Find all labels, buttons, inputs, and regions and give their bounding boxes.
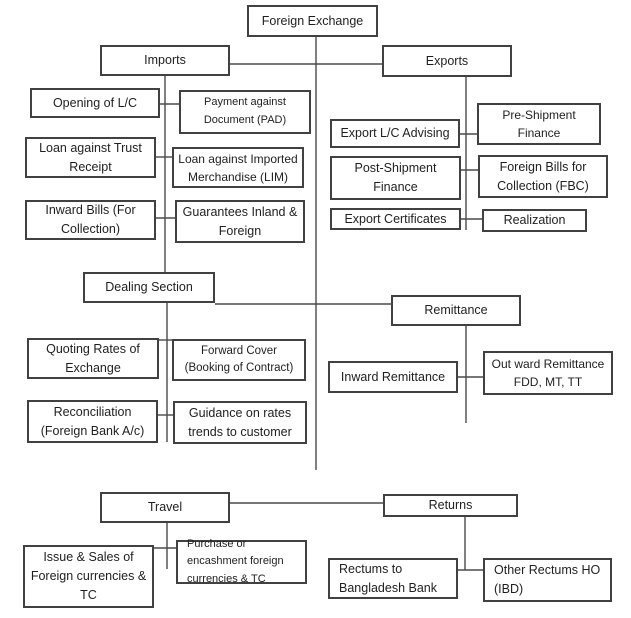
node-export-lc-advising: Export L/C Advising: [330, 119, 460, 148]
node-rectums-to-bangladesh-bank: Rectums to Bangladesh Bank: [328, 558, 458, 599]
node-opening-of-lc: Opening of L/C: [30, 88, 160, 118]
node-exports: Exports: [382, 45, 512, 77]
node-imports: Imports: [100, 45, 230, 76]
node-outward-remittance: Out ward Remittance FDD, MT, TT: [483, 351, 613, 395]
node-post-shipment-finance: Post-Shipment Finance: [330, 156, 461, 200]
node-travel: Travel: [100, 492, 230, 523]
node-other-rectums-ho-ibd: Other Rectums HO (IBD): [483, 558, 612, 602]
node-foreign-exchange: Foreign Exchange: [247, 5, 378, 37]
node-export-certificates: Export Certificates: [330, 208, 461, 230]
node-remittance: Remittance: [391, 295, 521, 326]
node-returns: Returns: [383, 494, 518, 517]
node-purchase-encashment: Purchase or encashment foreign currencie…: [176, 538, 307, 585]
node-realization: Realization: [482, 209, 587, 232]
node-guidance-on-rates: Guidance on rates trends to customer: [173, 401, 307, 444]
node-loan-against-trust-receipt: Loan against Trust Receipt: [25, 137, 156, 178]
node-payment-against-document: Payment against Document (PAD): [179, 90, 311, 134]
node-forward-cover: Forward Cover (Booking of Contract): [172, 339, 306, 381]
node-reconciliation-foreign-bank: Reconciliation (Foreign Bank A/c): [27, 400, 158, 443]
node-issue-sales-foreign-currencies: Issue & Sales of Foreign currencies & TC: [23, 545, 154, 608]
node-foreign-bills-for-collection: Foreign Bills for Collection (FBC): [478, 155, 608, 198]
node-quoting-rates-of-exchange: Quoting Rates of Exchange: [27, 338, 159, 379]
node-inward-bills-for-collection: Inward Bills (For Collection): [25, 200, 156, 240]
node-guarantees-inland-foreign: Guarantees Inland & Foreign: [175, 200, 305, 243]
node-loan-against-imported-merchandise: Loan against Imported Merchandise (LIM): [172, 147, 304, 188]
node-inward-remittance: Inward Remittance: [328, 361, 458, 393]
node-pre-shipment-finance: Pre-Shipment Finance: [477, 103, 601, 145]
node-dealing-section: Dealing Section: [83, 272, 215, 303]
